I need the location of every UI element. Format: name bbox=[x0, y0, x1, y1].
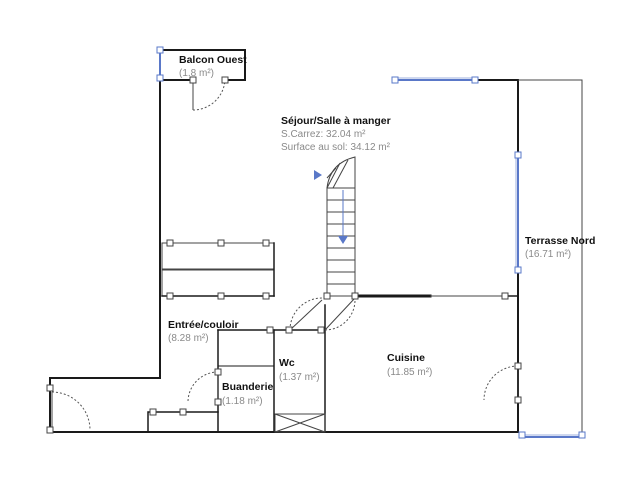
room-area: (16.71 m²) bbox=[525, 249, 571, 260]
room-name: Terrasse Nord bbox=[525, 235, 595, 247]
room-label-wc: Wc (1.37 m²) bbox=[279, 357, 320, 383]
doors bbox=[51, 79, 519, 431]
room-carrez: S.Carrez: 32.04 m² bbox=[281, 129, 366, 140]
room-label-cuisine: Cuisine (11.85 m²) bbox=[387, 352, 432, 378]
room-area: (1.37 m²) bbox=[279, 372, 320, 383]
room-area: (8.28 m²) bbox=[168, 333, 209, 344]
room-label-sejour: Séjour/Salle à manger S.Carrez: 32.04 m²… bbox=[281, 115, 391, 153]
node-handles bbox=[46, 46, 586, 439]
room-name: Séjour/Salle à manger bbox=[281, 115, 391, 127]
room-label-terrasse-nord: Terrasse Nord (16.71 m²) bbox=[525, 235, 595, 260]
terrace-outline bbox=[518, 79, 583, 438]
room-name: Cuisine bbox=[387, 352, 425, 364]
room-area: (11.85 m²) bbox=[387, 367, 432, 378]
room-name: Balcon Ouest bbox=[179, 54, 247, 66]
stair-arrow-right-icon bbox=[314, 170, 322, 180]
room-name: Buanderie bbox=[222, 381, 274, 393]
room-label-entree: Entrée/couloir (8.28 m²) bbox=[168, 319, 239, 344]
room-surface: Surface au sol: 34.12 m² bbox=[281, 142, 391, 153]
stair-arrow-down-icon bbox=[338, 236, 348, 244]
windows bbox=[159, 50, 519, 270]
room-area: (1.8 m²) bbox=[179, 68, 214, 79]
room-label-buanderie: Buanderie (1.18 m²) bbox=[222, 381, 274, 407]
staircase bbox=[314, 156, 356, 297]
room-label-balcon-ouest: Balcon Ouest (1.8 m²) bbox=[179, 54, 247, 79]
room-area: (1.18 m²) bbox=[222, 396, 263, 407]
room-name: Entrée/couloir bbox=[168, 319, 239, 331]
room-name: Wc bbox=[279, 357, 295, 369]
